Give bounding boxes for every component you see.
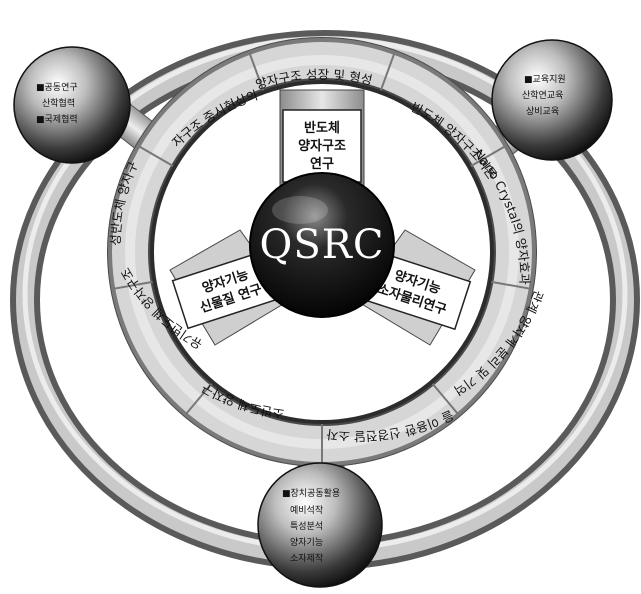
- spoke-box-top-line-3: 연구: [310, 157, 334, 172]
- hub-label: QSRC: [260, 222, 385, 268]
- corner-node-left: ■공동연구 산학협력 ■국제협력: [14, 47, 130, 163]
- qsrc-hub: QSRC: [250, 173, 394, 317]
- spoke-box-top-line-2: 양자구조: [298, 139, 346, 154]
- right-node-item-2: 산학연교육: [522, 90, 563, 101]
- corner-node-right: ■교육지원 산학연교육 상비교육: [492, 40, 612, 160]
- right-node-item-3: 상비교육: [526, 106, 559, 117]
- bottom-node-item-3: 특성분석: [290, 521, 323, 532]
- bottom-node-item-5: 소자제작: [290, 553, 323, 564]
- left-node-item-2: 산학협력: [42, 97, 75, 109]
- bottom-node-item-4: 양자기능: [290, 537, 323, 548]
- spoke-box-top-line-1: 반도체: [304, 120, 340, 136]
- bottom-node-item-1: ■장치공동활용: [282, 487, 340, 499]
- corner-node-bottom: ■장치공동활용 예비석작 특성분석 양자기능 소자제작: [258, 463, 382, 587]
- bottom-node-item-2: 예비석작: [290, 505, 323, 516]
- spoke-box-top: 반도체 양자구조 연구: [283, 110, 361, 182]
- left-node-item-1: ■공동연구: [36, 82, 78, 93]
- left-node-item-3: ■국제협력: [36, 113, 78, 125]
- right-node-item-1: ■교육지원: [524, 74, 566, 85]
